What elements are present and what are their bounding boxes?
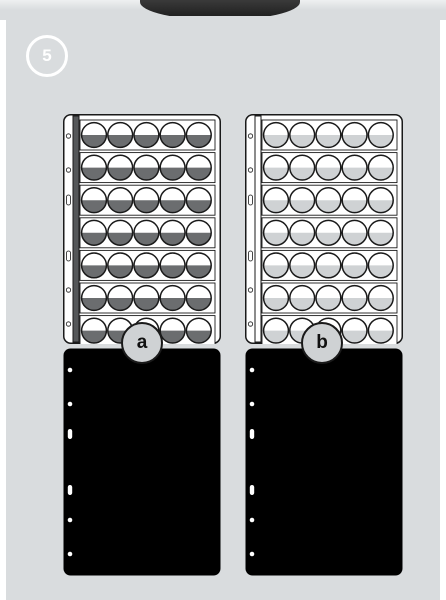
coin-pocket <box>342 123 367 148</box>
coin-pocket <box>368 286 393 311</box>
coin-pocket <box>290 123 315 148</box>
coin-pocket <box>368 253 393 278</box>
step-number-badge: 5 <box>26 35 68 77</box>
coin-pocket <box>82 318 107 343</box>
coin-pocket <box>186 188 211 213</box>
coin-pocket <box>342 286 367 311</box>
coin-pocket <box>108 220 133 245</box>
coin-sheet-a <box>63 114 221 344</box>
interleaf-a <box>63 348 221 576</box>
coin-pocket <box>290 220 315 245</box>
coin-pocket <box>160 318 185 343</box>
coin-pocket <box>82 220 107 245</box>
coin-pocket <box>264 286 289 311</box>
variant-a-label: a <box>121 322 163 364</box>
coin-pocket <box>82 188 107 213</box>
coin-pocket <box>82 253 107 278</box>
coin-sheet-b <box>245 114 403 344</box>
coin-pocket <box>316 188 341 213</box>
coin-pocket <box>290 286 315 311</box>
coin-pocket <box>134 220 159 245</box>
coin-pocket <box>316 286 341 311</box>
coin-pocket <box>186 123 211 148</box>
coin-pocket <box>160 220 185 245</box>
coin-pocket <box>264 123 289 148</box>
coin-pocket <box>160 123 185 148</box>
coin-pocket <box>134 123 159 148</box>
coin-pocket <box>316 220 341 245</box>
coin-pocket <box>108 155 133 180</box>
coin-pocket <box>108 286 133 311</box>
coin-pocket <box>264 318 289 343</box>
coin-pocket <box>342 188 367 213</box>
coin-pocket <box>160 155 185 180</box>
coin-pocket <box>290 155 315 180</box>
coin-pocket <box>264 220 289 245</box>
coin-pocket <box>316 123 341 148</box>
coin-pocket <box>160 286 185 311</box>
coin-pocket <box>134 286 159 311</box>
coin-pocket <box>186 253 211 278</box>
coin-pocket <box>342 318 367 343</box>
coin-pocket <box>160 253 185 278</box>
coin-pocket <box>82 155 107 180</box>
coin-pocket <box>316 155 341 180</box>
coin-pocket <box>186 155 211 180</box>
coin-pocket <box>290 253 315 278</box>
coin-pocket <box>186 318 211 343</box>
coin-pocket <box>108 188 133 213</box>
coin-pocket <box>186 220 211 245</box>
coin-pocket <box>342 220 367 245</box>
coin-pocket <box>290 188 315 213</box>
coin-pocket <box>160 188 185 213</box>
coin-pocket <box>108 253 133 278</box>
variant-b-label: b <box>301 322 343 364</box>
coin-pocket <box>264 155 289 180</box>
coin-pocket <box>368 318 393 343</box>
coin-pocket <box>368 220 393 245</box>
coin-pocket <box>342 253 367 278</box>
coin-pocket <box>186 286 211 311</box>
interleaf-b <box>245 348 403 576</box>
coin-pocket <box>82 123 107 148</box>
coin-pocket <box>264 253 289 278</box>
coin-pocket <box>134 253 159 278</box>
coin-pocket <box>342 155 367 180</box>
coin-pocket <box>108 123 133 148</box>
coin-pocket <box>368 188 393 213</box>
coin-pocket <box>134 155 159 180</box>
coin-pocket <box>264 188 289 213</box>
coin-pocket <box>368 123 393 148</box>
coin-pocket <box>82 286 107 311</box>
coin-pocket <box>316 253 341 278</box>
coin-pocket <box>368 155 393 180</box>
coin-pocket <box>134 188 159 213</box>
